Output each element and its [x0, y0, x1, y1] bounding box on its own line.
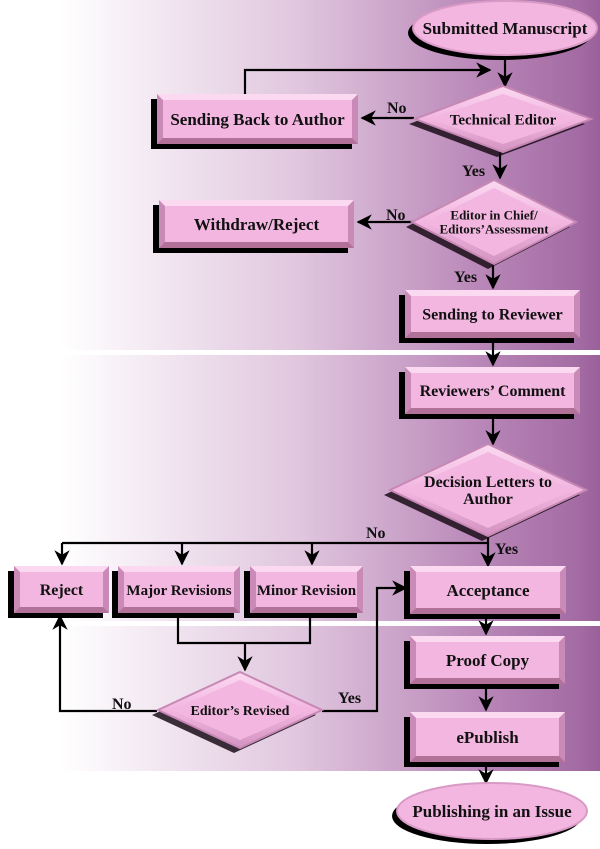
node-editors-revised[interactable]: Editor’s Revised	[152, 670, 325, 753]
node-minor-revision[interactable]: Minor Revision	[244, 566, 363, 618]
node-label: Author	[463, 491, 513, 508]
node-acceptance[interactable]: Acceptance	[404, 566, 566, 619]
node-major-revisions[interactable]: Major Revisions	[112, 566, 240, 618]
node-editor-in-chief[interactable]: Editor in Chief/Editors’Assessment	[406, 178, 579, 269]
node-label: Minor Revision	[257, 583, 357, 599]
edge-label-chief-no: No	[386, 207, 406, 224]
node-label: Editor’s Revised	[191, 704, 290, 719]
node-label: ePublish	[456, 728, 519, 747]
node-label: Proof Copy	[446, 651, 530, 670]
node-label: Sending Back to Author	[170, 110, 345, 129]
node-technical-editor[interactable]: Technical Editor	[409, 84, 594, 157]
node-label: Editor in Chief/	[450, 208, 538, 223]
node-publishing-in-issue[interactable]: Publishing in an Issue	[392, 782, 588, 844]
node-label: Acceptance	[446, 581, 530, 600]
edge-label-technical-yes: Yes	[462, 163, 485, 180]
node-label: Sending to Reviewer	[422, 307, 562, 324]
node-label: Major Revisions	[126, 583, 231, 599]
node-submitted-manuscript[interactable]: Submitted Manuscript	[408, 0, 598, 60]
node-sending-back-to-author[interactable]: Sending Back to Author	[151, 94, 358, 149]
node-label: Decision Letters to	[424, 474, 552, 491]
node-epublish[interactable]: ePublish	[404, 712, 565, 767]
node-label: Reject	[40, 582, 84, 599]
arrow-sendback-to-technical	[243, 62, 492, 95]
edge-label-revised-yes: Yes	[338, 690, 361, 707]
node-reject[interactable]: Reject	[8, 566, 109, 618]
node-reviewers-comment[interactable]: Reviewers’ Comment	[399, 367, 580, 419]
connectors	[52, 57, 513, 785]
edge-label-decision-yes: Yes	[495, 541, 518, 558]
node-label: Withdraw/Reject	[194, 215, 320, 234]
node-withdraw-reject[interactable]: Withdraw/Reject	[153, 200, 354, 253]
node-label: Reviewers’ Comment	[420, 383, 567, 400]
node-label: Editors’Assessment	[439, 221, 549, 236]
node-label: Publishing in an Issue	[412, 802, 572, 821]
node-proof-copy[interactable]: Proof Copy	[404, 636, 565, 689]
edge-label-revised-no: No	[112, 696, 132, 713]
edge-label-chief-yes: Yes	[454, 269, 477, 286]
arrow-revised-yes	[322, 580, 408, 713]
edge-label-decision-no: No	[366, 525, 386, 542]
arrow-revised-no	[52, 614, 157, 713]
node-sending-to-reviewer[interactable]: Sending to Reviewer	[399, 290, 580, 343]
edge-label-technical-no: No	[387, 100, 407, 117]
node-label: Technical Editor	[450, 112, 557, 128]
node-label: Submitted Manuscript	[423, 19, 588, 38]
